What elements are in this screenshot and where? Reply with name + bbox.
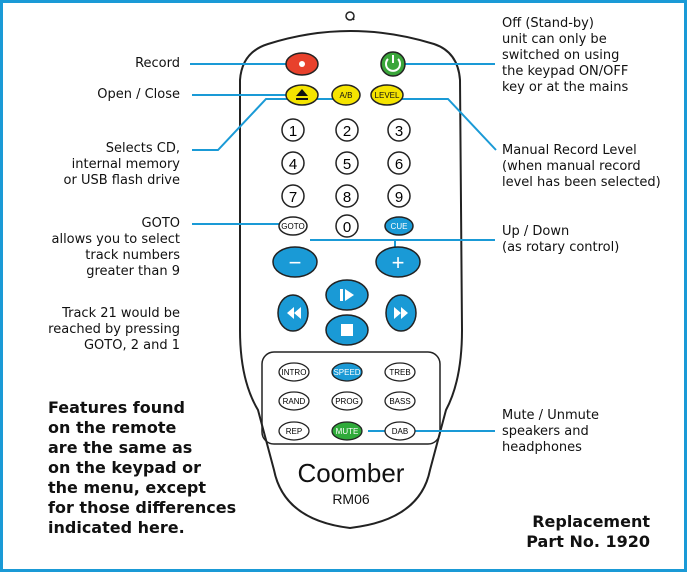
model-number: RM06 xyxy=(332,491,370,507)
key-3[interactable]: 3 xyxy=(387,118,411,142)
goto-button[interactable]: GOTO xyxy=(278,216,308,236)
ab-button[interactable] xyxy=(331,84,361,106)
replacement-part: Replacement Part No. 1920 xyxy=(526,512,650,551)
intro-button[interactable]: INTRO xyxy=(278,362,310,382)
key-8-label: 8 xyxy=(343,189,351,206)
key-9[interactable]: 9 xyxy=(387,184,411,208)
bass-button[interactable]: BASS xyxy=(384,391,416,411)
callout-mute: Mute / Unmute speakers and headphones xyxy=(502,408,599,455)
key-8[interactable]: 8 xyxy=(335,184,359,208)
rep-label: REP xyxy=(286,427,302,436)
key-5[interactable]: 5 xyxy=(335,151,359,175)
key-3-label: 3 xyxy=(395,123,403,140)
cue-label: CUE xyxy=(391,222,408,231)
lower-button-panel xyxy=(261,351,441,445)
key-0-label: 0 xyxy=(343,219,351,236)
callout-open-close: Open / Close xyxy=(97,87,180,102)
callout-off: Off (Stand-by) unit can only be switched… xyxy=(502,16,629,95)
key-7[interactable]: 7 xyxy=(281,184,305,208)
key-7-label: 7 xyxy=(289,189,297,206)
lower-buttons: INTRO SPEED TREB RAND PROG BASS REP MUTE… xyxy=(278,362,416,441)
rewind-button[interactable] xyxy=(277,294,309,332)
callout-manual-level: Manual Record Level (when manual record … xyxy=(502,143,661,190)
features-note: Features found on the remote are the sam… xyxy=(48,398,237,537)
key-2-label: 2 xyxy=(343,123,351,140)
bass-label: BASS xyxy=(389,397,410,406)
brand-name: Coomber xyxy=(298,458,405,488)
plus-label: + xyxy=(392,250,405,275)
ab-label: A/B xyxy=(340,91,353,100)
callout-record: Record xyxy=(135,56,180,71)
stop-icon xyxy=(341,324,353,336)
rand-label: RAND xyxy=(283,397,306,406)
fast-forward-icon xyxy=(394,307,408,319)
key-5-label: 5 xyxy=(343,156,351,173)
eject-icon xyxy=(296,89,308,100)
key-1-label: 1 xyxy=(289,123,297,140)
key-4[interactable]: 4 xyxy=(281,151,305,175)
callout-track21: Track 21 would be reached by pressing GO… xyxy=(48,306,180,353)
callout-up-down: Up / Down (as rotary control) xyxy=(502,224,620,255)
down-button[interactable]: − xyxy=(272,246,318,278)
mute-label: MUTE xyxy=(336,427,359,436)
dab-label: DAB xyxy=(392,427,408,436)
cue-button[interactable]: CUE xyxy=(384,216,414,236)
key-1[interactable]: 1 xyxy=(281,118,305,142)
treb-button[interactable]: TREB xyxy=(384,362,416,382)
prog-button[interactable]: PROG xyxy=(331,391,363,411)
minus-label: − xyxy=(289,250,302,275)
number-keypad: 1 2 3 4 5 6 7 8 9 GOTO 0 CUE xyxy=(278,118,414,238)
power-icon xyxy=(385,58,401,72)
rand-button[interactable]: RAND xyxy=(278,391,310,411)
level-label: LEVEL xyxy=(375,91,400,100)
mute-button[interactable]: MUTE xyxy=(331,421,363,441)
rewind-icon xyxy=(287,307,301,319)
dab-button[interactable]: DAB xyxy=(384,421,416,441)
speed-label: SPEED xyxy=(333,368,360,377)
power-button[interactable] xyxy=(380,51,406,77)
stop-button[interactable] xyxy=(325,314,369,346)
key-6[interactable]: 6 xyxy=(387,151,411,175)
speed-button[interactable]: SPEED xyxy=(331,362,363,382)
rep-button[interactable]: REP xyxy=(278,421,310,441)
callout-selects: Selects CD, internal memory or USB flash… xyxy=(63,141,180,188)
prog-label: PROG xyxy=(335,397,359,406)
goto-label: GOTO xyxy=(281,222,304,231)
record-icon xyxy=(299,61,305,67)
play-pause-button[interactable] xyxy=(325,279,369,311)
key-9-label: 9 xyxy=(395,189,403,206)
treb-label: TREB xyxy=(389,368,410,377)
key-2[interactable]: 2 xyxy=(335,118,359,142)
key-0[interactable]: 0 xyxy=(335,214,359,238)
key-6-label: 6 xyxy=(395,156,403,173)
level-button[interactable] xyxy=(370,84,404,106)
key-4-label: 4 xyxy=(289,156,297,173)
up-button[interactable]: + xyxy=(375,246,421,278)
play-pause-icon xyxy=(340,289,354,301)
fast-forward-button[interactable] xyxy=(385,294,417,332)
callout-goto: GOTO allows you to select track numbers … xyxy=(51,216,180,279)
intro-label: INTRO xyxy=(282,368,307,377)
